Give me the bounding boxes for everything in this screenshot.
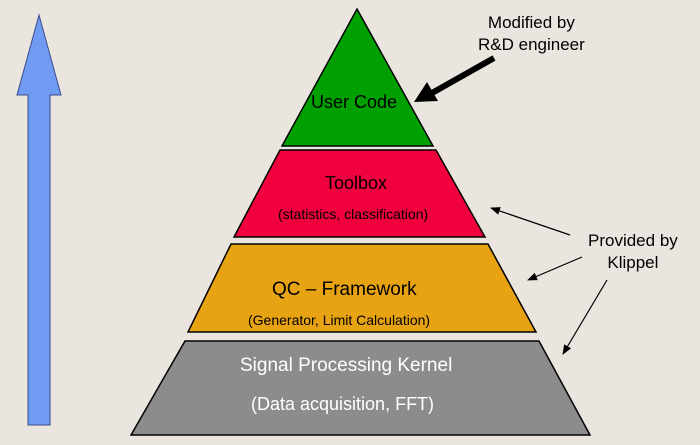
layer-toolbox — [232, 149, 487, 238]
provided-by-label: Provided by Klippel — [588, 231, 678, 272]
up-arrow-icon — [16, 13, 62, 426]
qc-framework-subtitle: (Generator, Limit Calculation) — [248, 312, 431, 328]
toolbox-title: Toolbox — [325, 173, 388, 193]
layer-user-code — [280, 7, 435, 147]
modified-by-arrowhead — [414, 82, 438, 102]
signal-kernel-subtitle: (Data acquisition, FFT) — [251, 394, 435, 414]
qc-framework-title: QC – Framework — [272, 279, 417, 300]
provided-arrow-toolbox — [490, 207, 571, 236]
layer-signal-kernel — [129, 340, 592, 436]
toolbox-subtitle: (statistics, classification) — [278, 206, 429, 222]
provided-arrow-kernel — [562, 279, 608, 355]
user-code-title: User Code — [311, 92, 398, 112]
modified-by-arrow — [430, 55, 496, 96]
provided-arrow-qc — [527, 256, 583, 281]
modified-by-label: Modified by R&D engineer — [478, 13, 585, 54]
signal-kernel-title: Signal Processing Kernel — [240, 355, 453, 376]
layer-qc-framework — [186, 243, 538, 333]
